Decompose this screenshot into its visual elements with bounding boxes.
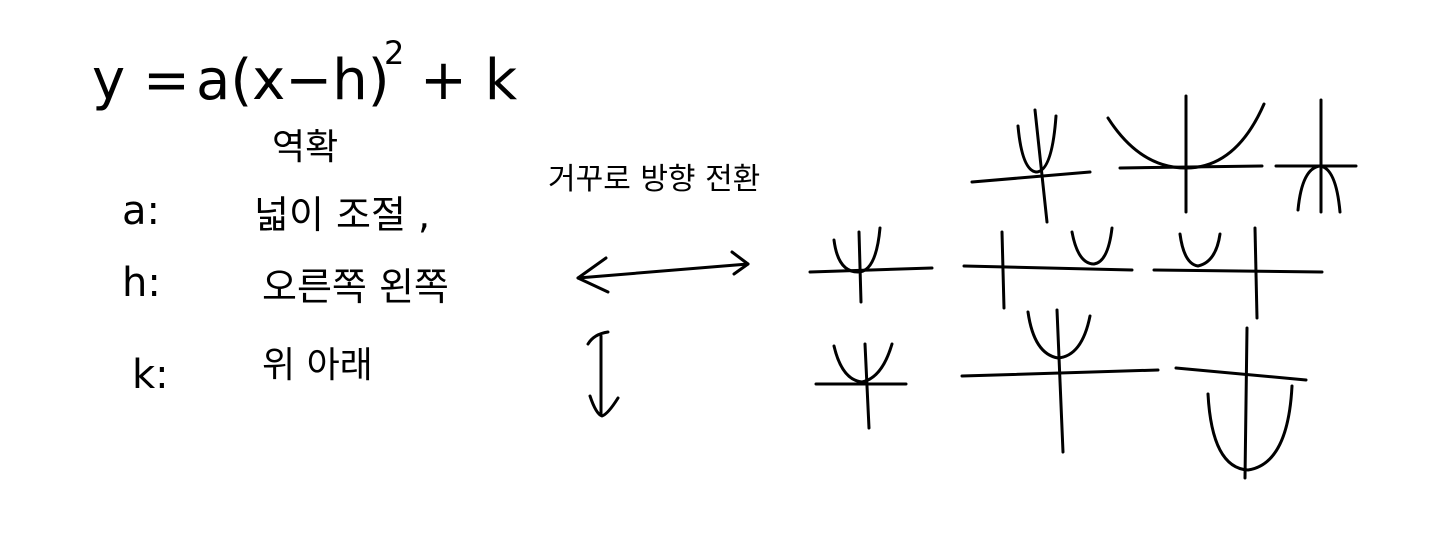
k-var: k:	[132, 352, 169, 398]
h-description: 오른쪽 왼쪽	[262, 265, 449, 309]
raised-parabola-sketch	[960, 308, 1160, 454]
downward-narrow-parabola-sketch	[1274, 98, 1358, 214]
equation-tail: + k	[420, 48, 518, 113]
flip-label: 거꾸로 방향 전환	[548, 162, 761, 197]
centered-parabola-sketch	[808, 226, 934, 304]
horizontal-double-arrow-icon	[576, 250, 750, 294]
right-shifted-parabola-sketch	[962, 226, 1134, 310]
narrow-parabola-sketch	[970, 108, 1092, 224]
left-shifted-parabola-sketch	[1152, 226, 1324, 320]
lowered-parabola-sketch	[814, 342, 908, 430]
a-description: 넓이 조절 ,	[254, 193, 431, 237]
equation-y: y =	[92, 48, 190, 113]
inverse-label: 역확	[272, 127, 339, 168]
a-var: a:	[122, 188, 160, 234]
equation-exponent: 2	[384, 34, 405, 72]
vertical-double-arrow-icon	[586, 330, 620, 418]
downward-deep-parabola-sketch	[1174, 326, 1308, 480]
h-var: h:	[122, 260, 161, 306]
equation-body: a(x−h)	[196, 48, 390, 113]
k-description: 위 아래	[262, 345, 373, 386]
wide-parabola-sketch	[1106, 94, 1266, 214]
